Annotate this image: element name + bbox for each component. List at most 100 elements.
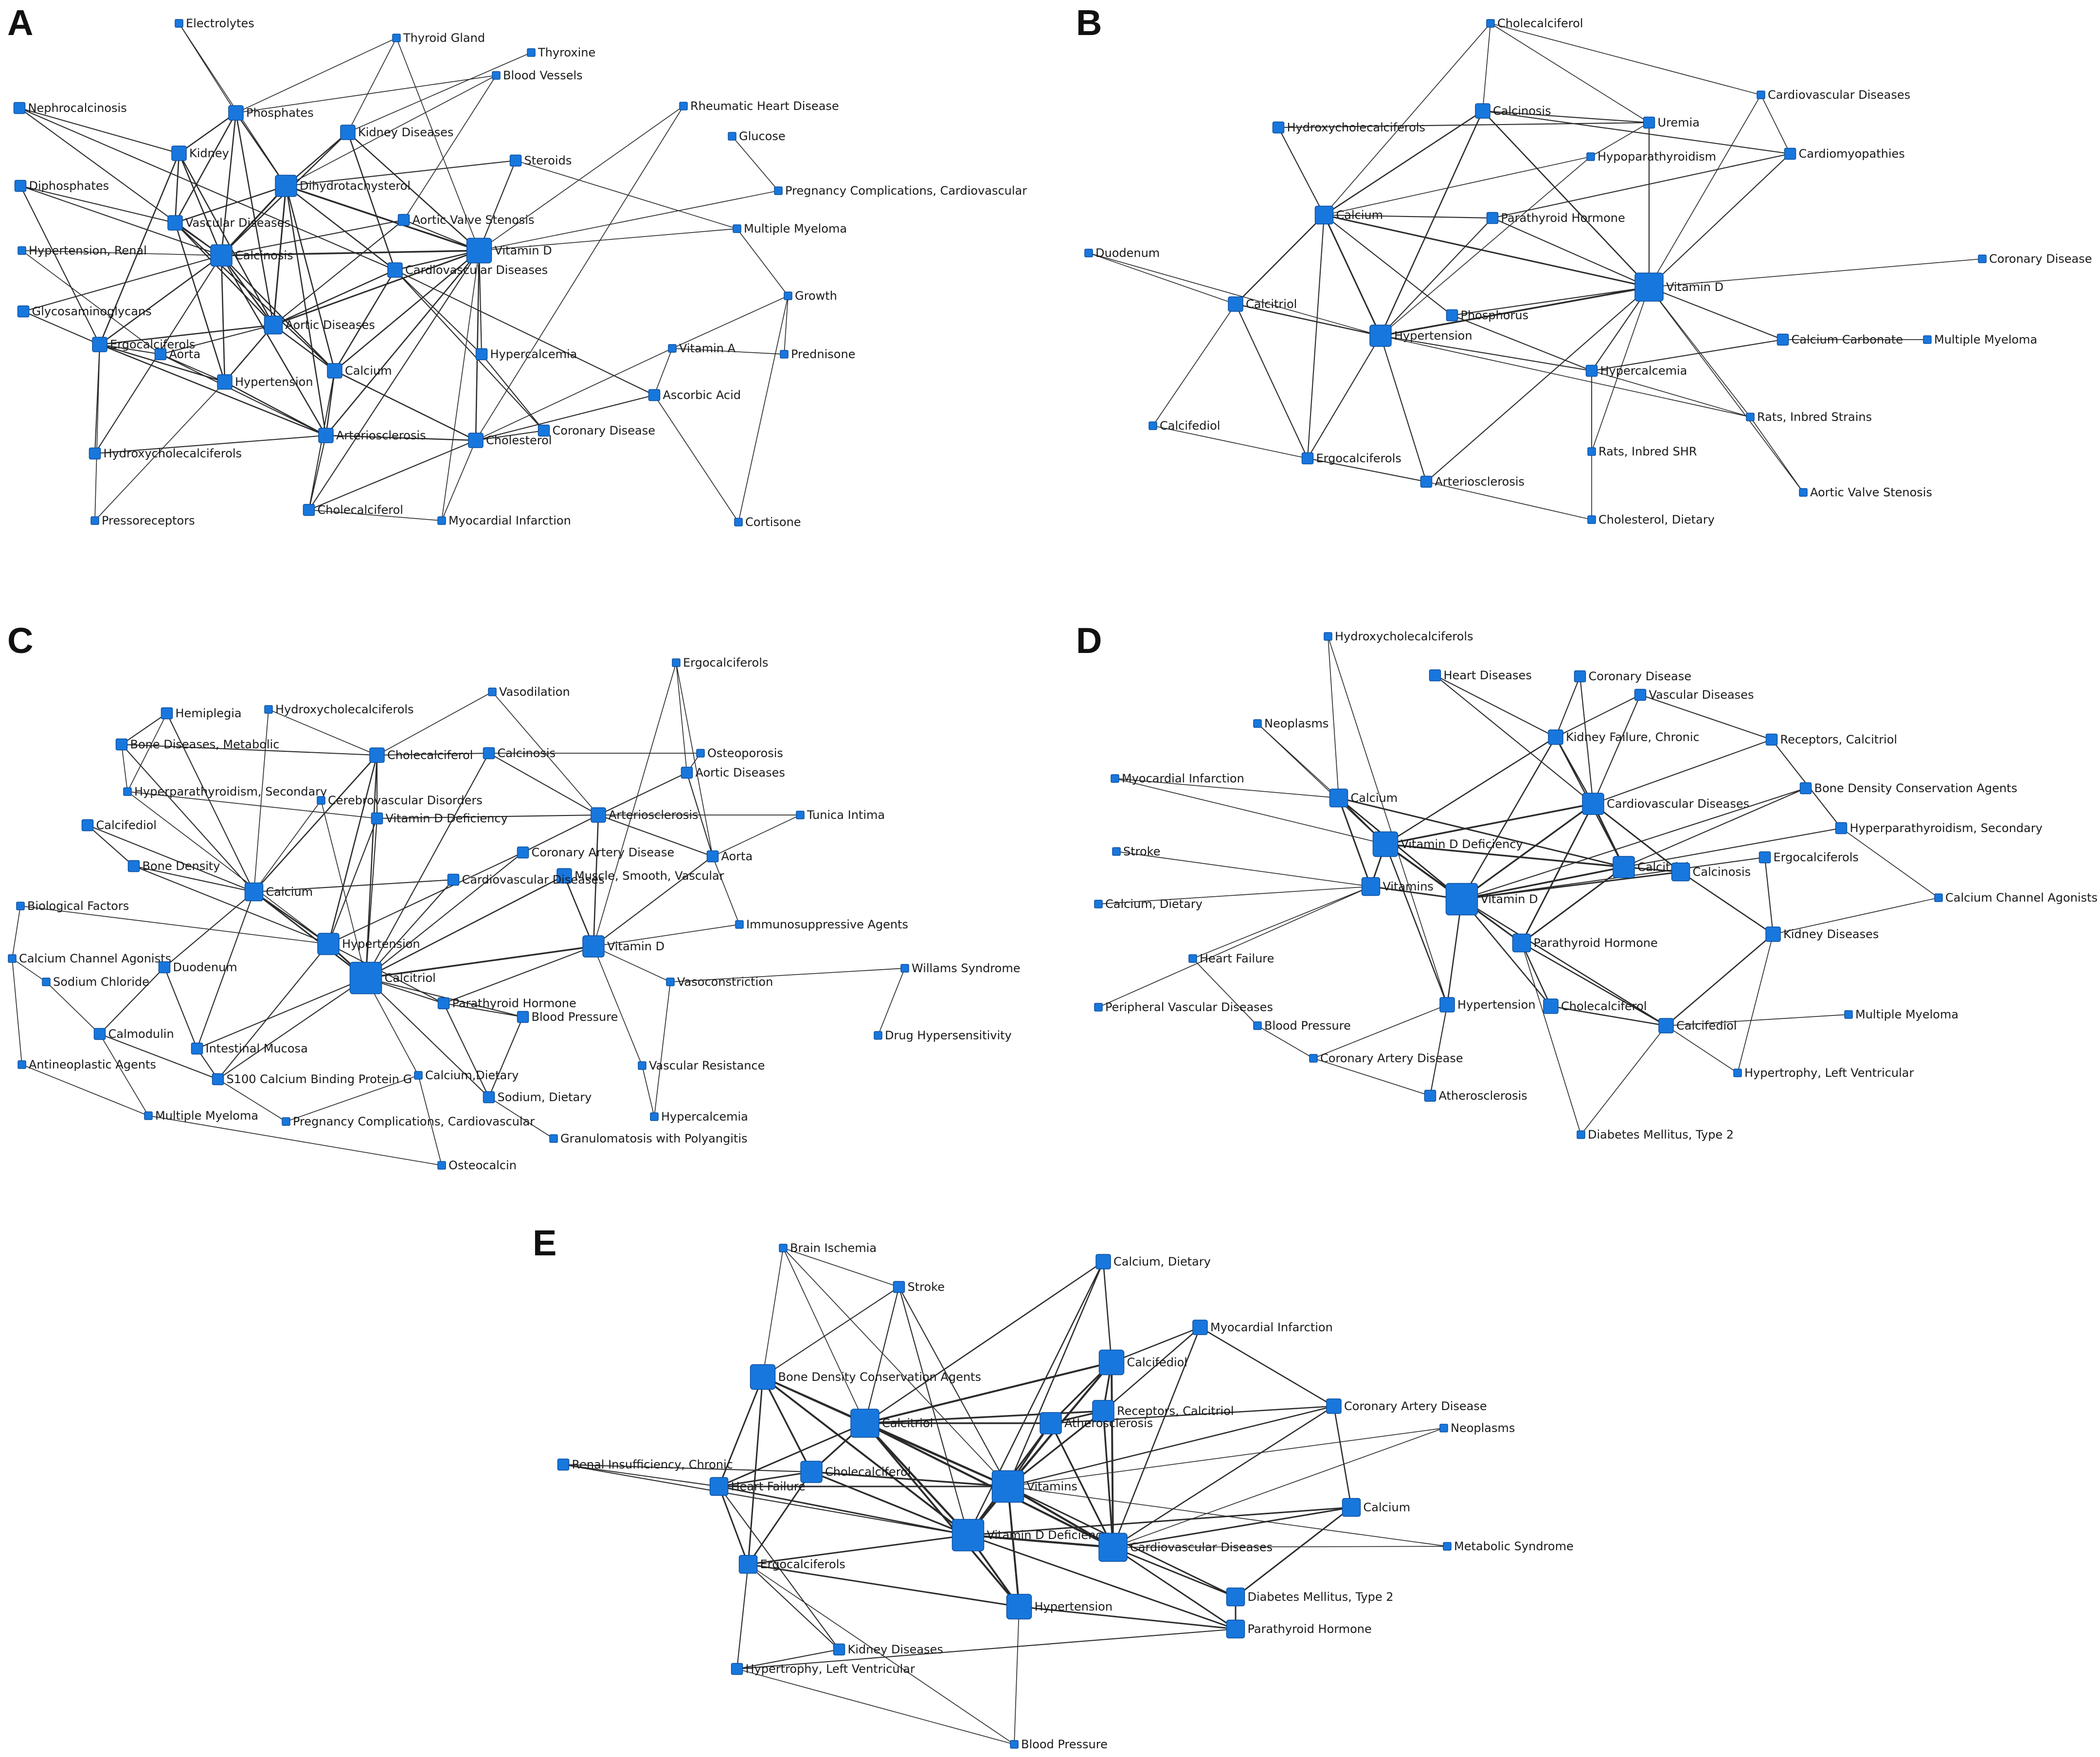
network-edge (133, 865, 254, 893)
node-vitamin-d-deficiency: Vitamin D Deficiency (1372, 831, 1523, 857)
network-edge (1452, 286, 1650, 316)
node-marker (538, 424, 550, 437)
node-label: Hydroxycholecalciferols (275, 703, 414, 716)
network-edge (443, 946, 594, 1004)
panel-b-edges (1088, 23, 1983, 520)
network-edge (365, 978, 489, 1098)
node-coronary-artery-disease: Coronary Artery Disease (1309, 1051, 1463, 1065)
node-cerebrovascular-disorders: Cerebrovascular Disorders (317, 794, 483, 807)
network-edge (99, 344, 161, 355)
network-edge (328, 852, 523, 944)
node-label: Ergocalciferols (683, 656, 768, 670)
node-prednisone: Prednisone (780, 347, 855, 361)
node-calcifediol: Calcifediol (1149, 419, 1220, 433)
node-marker (1799, 782, 1812, 795)
node-cholecalciferol: Cholecalciferol (369, 747, 473, 763)
node-marker (796, 811, 805, 819)
node-cardiovascular-diseases: Cardiovascular Diseases (447, 873, 605, 887)
node-label: Hypercalcemia (661, 1110, 748, 1123)
network-edge (748, 1564, 840, 1650)
node-thyroid-gland: Thyroid Gland (392, 31, 485, 45)
node-label: Ergocalciferols (760, 1558, 845, 1571)
node-marker (1301, 452, 1314, 465)
network-edge (762, 1286, 899, 1377)
node-marker (212, 1073, 224, 1086)
network-edge (1114, 778, 1339, 798)
network-edge (99, 1033, 218, 1080)
node-phosphates: Phosphates (228, 105, 314, 121)
node-marker (90, 516, 99, 525)
network-edge (334, 250, 480, 371)
node-marker (1587, 515, 1596, 524)
node-marker (874, 1031, 882, 1040)
node-bone-diseases-metabolic: Bone Diseases, Metabolic (115, 738, 279, 751)
node-label: Calcium (345, 364, 392, 378)
network-edge (563, 1464, 969, 1536)
node-marker (1272, 121, 1285, 134)
network-edge (686, 772, 714, 857)
node-ergocalciferols: Ergocalciferols (738, 1555, 845, 1574)
node-peripheral-vascular-diseases: Peripheral Vascular Diseases (1094, 1000, 1273, 1014)
node-marker (750, 1364, 776, 1390)
network-edge (443, 1003, 489, 1098)
node-hypertension: Hypertension (1439, 997, 1536, 1013)
node-label: Kidney Diseases (848, 1643, 943, 1656)
network-edge (1307, 457, 1427, 483)
network-edge (1461, 898, 1667, 1027)
panel-d-edges (1098, 636, 1939, 1135)
node-marker (1543, 998, 1559, 1014)
node-marker (154, 348, 167, 361)
node-hydroxycholecalciferols: Hydroxycholecalciferols (264, 703, 414, 716)
node-marker (1094, 1003, 1103, 1012)
node-label: Drug Hypersensitivity (885, 1029, 1012, 1042)
network-edge (365, 875, 565, 979)
node-label: Parathyroid Hormone (1534, 936, 1658, 950)
node-marker (591, 807, 606, 823)
network-edge (179, 112, 236, 154)
network-edge (19, 107, 179, 154)
node-coronary-artery-disease: Coronary Artery Disease (517, 846, 674, 859)
network-edge (1649, 287, 1751, 417)
node-calcium: Calcium (244, 882, 313, 902)
network-edge (1007, 1405, 1334, 1487)
node-coronary-disease: Coronary Disease (1978, 252, 2092, 266)
node-marker (144, 1111, 153, 1120)
network-edge (12, 958, 22, 1065)
node-osteoporosis: Osteoporosis (696, 746, 783, 760)
node-marker (42, 978, 51, 986)
network-edge (1114, 778, 1386, 845)
network-edge (1591, 339, 1783, 372)
network-edge (479, 228, 737, 251)
network-edge (395, 270, 655, 396)
node-hypertension: Hypertension (1369, 325, 1472, 347)
node-marker (557, 1458, 570, 1471)
node-parathyroid-hormone: Parathyroid Hormone (437, 996, 576, 1010)
network-edge (1338, 797, 1462, 900)
node-label: Hypertension (1457, 998, 1536, 1012)
node-parathyroid-hormone: Parathyroid Hormone (1226, 1619, 1372, 1639)
node-diphosphates: Diphosphates (14, 179, 109, 193)
node-label: Blood Vessels (503, 69, 583, 82)
node-hypercalcemia: Hypercalcemia (1585, 364, 1687, 378)
node-intestinal-mucosa: Intestinal Mucosa (191, 1042, 308, 1055)
node-marker (1010, 1740, 1019, 1749)
network-edge (1324, 23, 1491, 216)
network-edge (1591, 287, 1650, 452)
node-calcinosis: Calcinosis (1671, 862, 1751, 882)
node-marker (18, 246, 26, 255)
network-edge (1623, 827, 1842, 868)
network-edge (327, 755, 378, 944)
node-immunosuppressive-agents: Immunosuppressive Agents (735, 918, 908, 931)
node-ergocalciferols: Ergocalciferols (672, 656, 768, 670)
network-edge (1680, 871, 1774, 935)
node-label: Cerebrovascular Disorders (328, 794, 483, 807)
network-edge (325, 370, 336, 436)
network-edge (1426, 287, 1650, 482)
node-label: Hypertension (1394, 329, 1472, 343)
node-willams-syndrome: Willams Syndrome (900, 961, 1020, 975)
node-metabolic-syndrome: Metabolic Syndrome (1443, 1540, 1574, 1553)
network-edge (197, 891, 254, 1049)
node-glycosaminoglycans: Glycosaminoglycans (17, 305, 152, 318)
